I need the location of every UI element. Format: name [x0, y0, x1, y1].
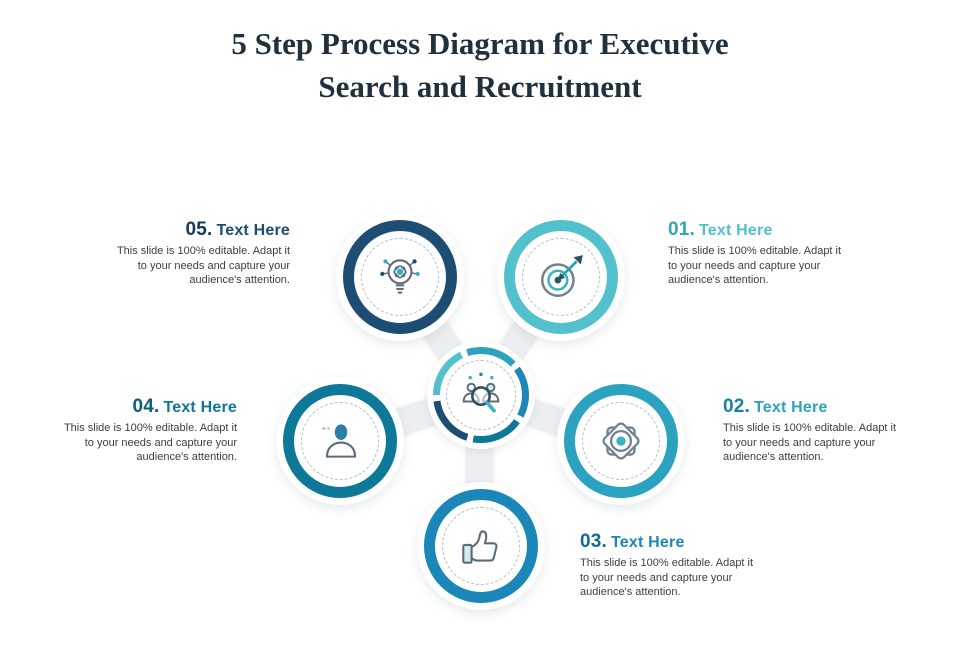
step-05-circle [343, 220, 457, 334]
page-title-line2: Search and Recruitment [318, 69, 642, 105]
step-04-number: 04. [132, 396, 160, 417]
step-05-description: This slide is 100% editable. Adapt it to… [116, 245, 290, 287]
step-04-circle [283, 384, 397, 498]
target-arrow-icon [541, 255, 583, 297]
step-02-circle-inner [582, 402, 660, 480]
step-03-title: Text Here [611, 534, 685, 551]
step-04-label: 04.Text Here This slide is 100% editable… [55, 396, 237, 465]
thumbs-up-icon [462, 530, 498, 564]
hub-dashed-circle [446, 360, 516, 430]
gear-icon [602, 422, 640, 460]
page-title: 5 Step Process Diagram for Executive Sea… [0, 22, 960, 109]
step-05-circle-inner [361, 238, 439, 316]
hub-ring [433, 347, 529, 443]
step-03-label: 03.Text Here This slide is 100% editable… [580, 531, 762, 600]
step-05-heading: 05.Text Here [108, 219, 290, 241]
step-04-circle-inner [301, 402, 379, 480]
step-02-circle [564, 384, 678, 498]
step-02-label: 02.Text Here This slide is 100% editable… [723, 396, 905, 465]
step-01-number: 01. [668, 219, 696, 240]
step-02-number: 02. [723, 396, 751, 417]
step-01-heading: 01.Text Here [668, 219, 850, 241]
step-03-circle-inner [442, 507, 520, 585]
step-05-number: 05. [185, 219, 213, 240]
person-icon [322, 424, 357, 458]
step-03-circle [424, 489, 538, 603]
step-01-circle-inner [522, 238, 600, 316]
step-02-description: This slide is 100% editable. Adapt it to… [723, 422, 897, 464]
idea-bulb-gear-icon [380, 259, 420, 294]
step-01-title: Text Here [699, 222, 773, 239]
step-01-circle [504, 220, 618, 334]
step-03-heading: 03.Text Here [580, 531, 762, 553]
center-hub [433, 347, 529, 443]
step-01-label: 01.Text Here This slide is 100% editable… [668, 219, 850, 288]
step-05-label: 05.Text Here This slide is 100% editable… [108, 219, 290, 288]
step-01-description: This slide is 100% editable. Adapt it to… [668, 245, 842, 287]
step-04-title: Text Here [163, 399, 237, 416]
step-04-heading: 04.Text Here [55, 396, 237, 418]
step-02-title: Text Here [754, 399, 828, 416]
step-04-description: This slide is 100% editable. Adapt it to… [63, 422, 237, 464]
page-title-line1: 5 Step Process Diagram for Executive [231, 26, 729, 61]
step-02-heading: 02.Text Here [723, 396, 905, 418]
step-05-title: Text Here [216, 222, 290, 239]
step-03-number: 03. [580, 531, 608, 552]
step-03-description: This slide is 100% editable. Adapt it to… [580, 557, 754, 599]
people-search-icon [462, 372, 500, 413]
hub-core [440, 354, 522, 436]
